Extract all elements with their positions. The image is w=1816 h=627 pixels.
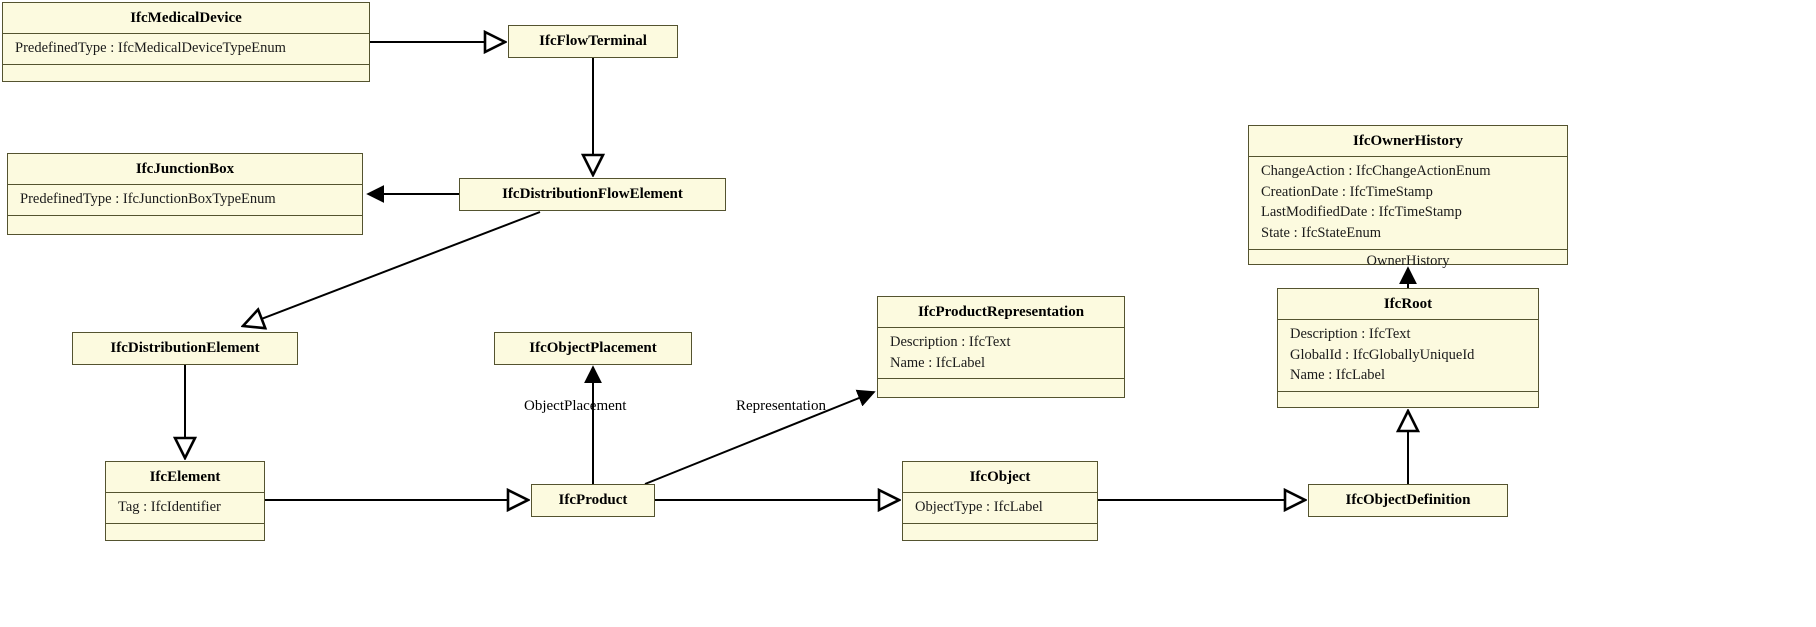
class-operations <box>878 378 1124 392</box>
class-attributes: PredefinedType : IfcJunctionBoxTypeEnum <box>8 184 362 215</box>
class-name: IfcObjectDefinition <box>1345 492 1471 508</box>
class-name: IfcObjectPlacement <box>529 340 657 356</box>
class-attribute: Description : IfcText <box>1290 326 1411 343</box>
class-attribute: CreationDate : IfcTimeStamp <box>1261 183 1433 200</box>
uml-class-ifcdistributionflowelement[interactable]: IfcDistributionFlowElement <box>459 178 726 211</box>
class-name: IfcRoot <box>1383 296 1433 312</box>
class-attributes: PredefinedType : IfcMedicalDeviceTypeEnu… <box>3 33 369 64</box>
class-attribute: GlobalId : IfcGloballyUniqueId <box>1290 346 1475 363</box>
class-attributes: ObjectType : IfcLabel <box>903 492 1097 523</box>
class-name: IfcElement <box>149 469 221 485</box>
class-name: IfcDistributionFlowElement <box>502 186 683 202</box>
class-attribute: ChangeAction : IfcChangeActionEnum <box>1261 163 1491 180</box>
class-operation: OwnerHistory <box>1366 252 1450 269</box>
uml-class-ifcobjectdefinition[interactable]: IfcObjectDefinition <box>1308 484 1508 517</box>
class-name: IfcObject <box>969 469 1031 485</box>
class-name: IfcProduct <box>558 492 628 508</box>
class-operations <box>3 63 369 78</box>
uml-class-ifcdistributionelement[interactable]: IfcDistributionElement <box>72 332 298 365</box>
class-operations <box>1278 390 1538 405</box>
class-name: IfcProductRepresentation <box>917 304 1085 320</box>
label-representation: Representation <box>736 398 826 414</box>
class-attributes: Tag : IfcIdentifier <box>106 492 264 523</box>
uml-class-ifcobjectplacement[interactable]: IfcObjectPlacement <box>494 332 692 365</box>
class-attribute: Tag : IfcIdentifier <box>118 499 221 516</box>
class-operations <box>8 214 362 229</box>
class-attribute: PredefinedType : IfcMedicalDeviceTypeEnu… <box>15 40 286 57</box>
uml-class-ifcflowterminal[interactable]: IfcFlowTerminal <box>508 25 678 58</box>
uml-class-ifcproduct[interactable]: IfcProduct <box>531 484 655 517</box>
class-attribute: Description : IfcText <box>890 334 1011 351</box>
class-operations <box>903 522 1097 537</box>
class-attribute: PredefinedType : IfcJunctionBoxTypeEnum <box>20 191 276 208</box>
class-name: IfcMedicalDevice <box>130 10 242 26</box>
class-name: IfcJunctionBox <box>135 161 235 177</box>
class-name: IfcDistributionElement <box>110 340 260 356</box>
class-attribute: State : IfcStateEnum <box>1261 224 1381 241</box>
class-attribute: Name : IfcLabel <box>890 354 986 371</box>
class-attribute: Name : IfcLabel <box>1290 367 1386 384</box>
class-name: IfcFlowTerminal <box>539 33 647 49</box>
class-operations <box>106 522 264 537</box>
class-attribute: LastModifiedDate : IfcTimeStamp <box>1261 204 1462 221</box>
label-object-placement: ObjectPlacement <box>524 398 627 414</box>
class-name: IfcOwnerHistory <box>1353 133 1463 149</box>
class-operations: OwnerHistory <box>1249 248 1567 273</box>
class-attribute: ObjectType : IfcLabel <box>915 499 1043 516</box>
